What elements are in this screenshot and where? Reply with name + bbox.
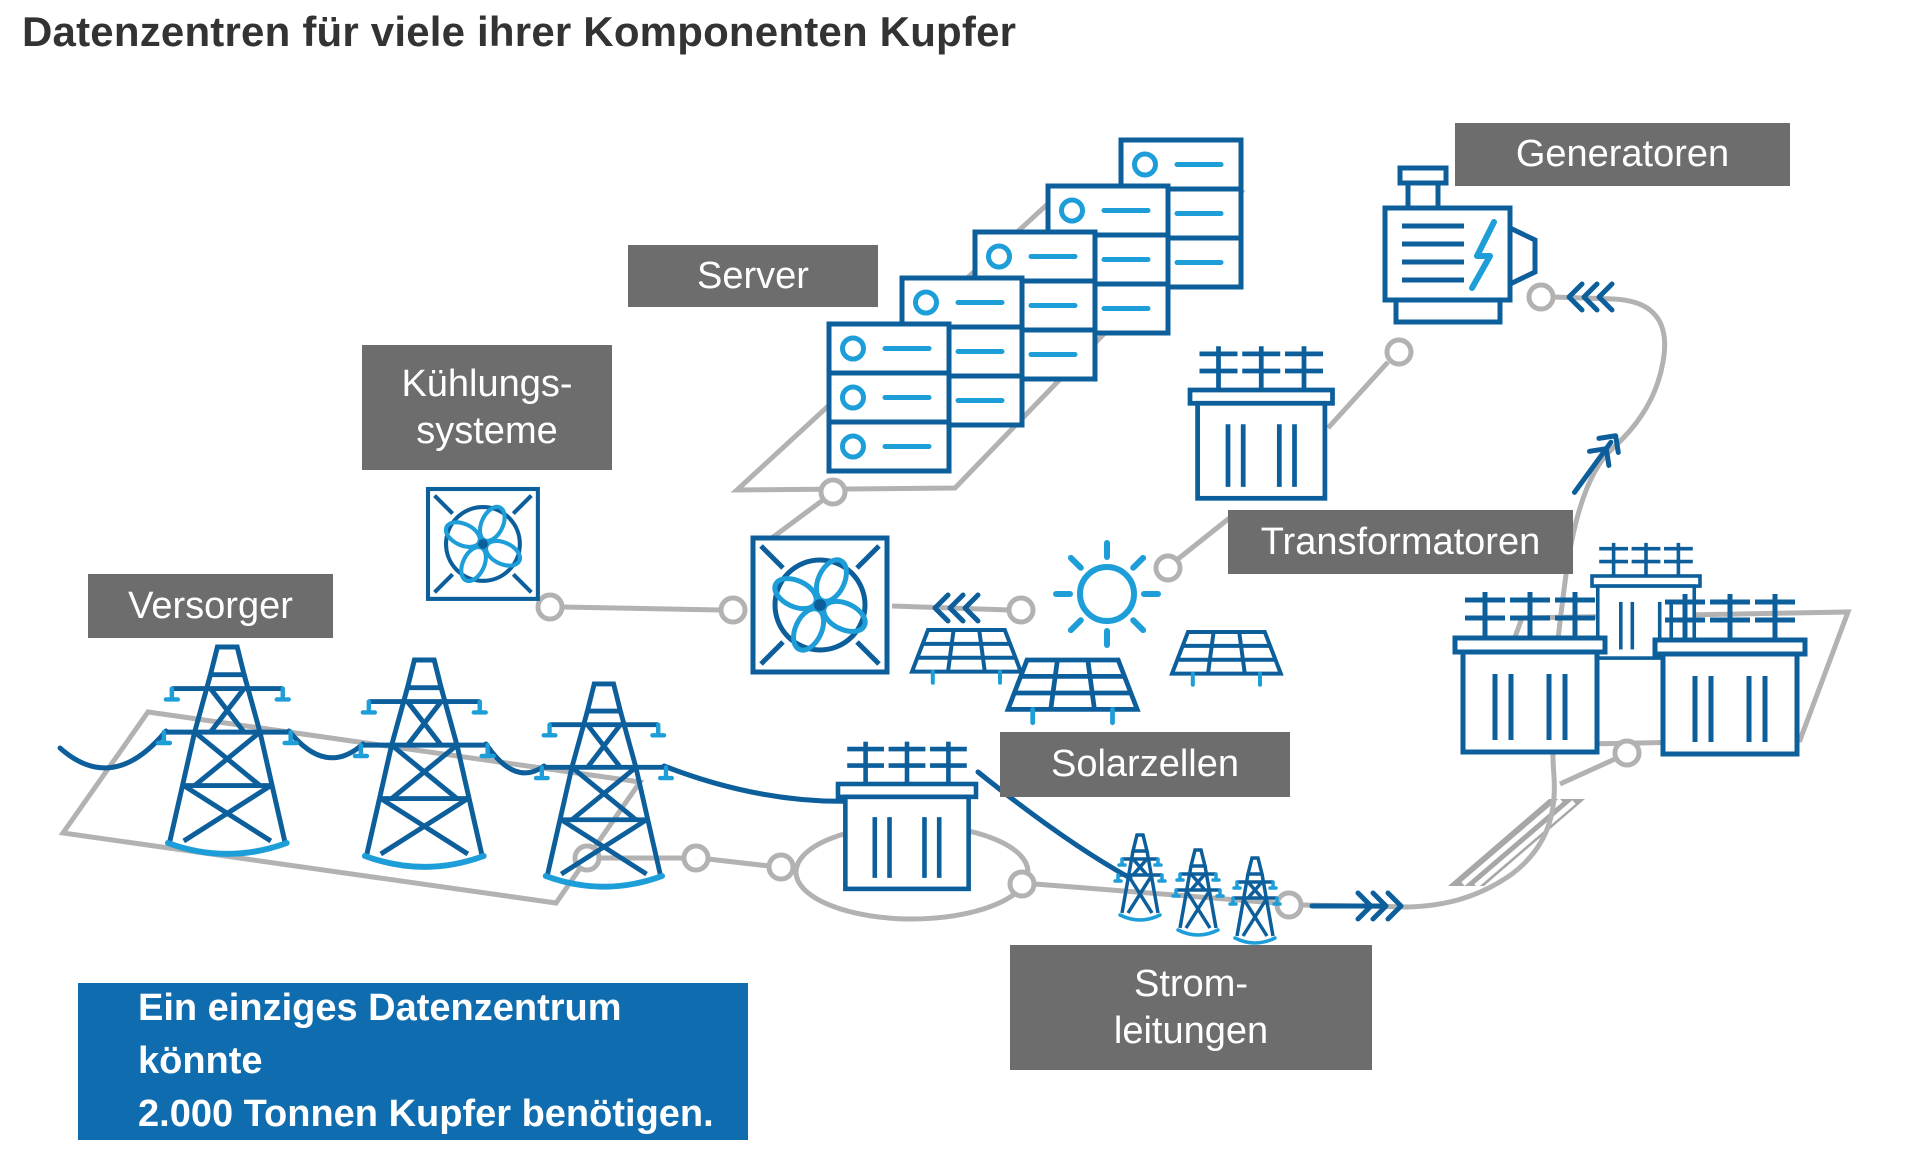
label-text: Generatoren (1515, 133, 1730, 176)
transformer-icon (1455, 592, 1605, 752)
transmission-tower-icon (355, 660, 494, 867)
label-server: Server (628, 245, 878, 307)
transformer-icon (838, 742, 976, 889)
transformer-icon (1655, 594, 1805, 754)
label-versorger: Versorger (88, 574, 333, 638)
cooling-fan-icon (428, 489, 538, 599)
label-text: systeme (416, 409, 558, 452)
small-transmission-tower-icon (1171, 848, 1225, 937)
label-generatoren: Generatoren (1455, 123, 1790, 186)
sun-icon (1056, 543, 1158, 645)
label-text: Transformatoren (1260, 520, 1541, 563)
label-text: Strom- (1134, 963, 1248, 1006)
label-text: Solarzellen (1051, 743, 1239, 786)
label-stromleitungen: Strom- leitungen (1010, 945, 1372, 1070)
label-text: Kühlungs- (401, 363, 573, 406)
triple-chevron-right-icon (1312, 893, 1401, 919)
callout-text: 2.000 Tonnen Kupfer benötigen. (138, 1093, 714, 1136)
solar-panel-icon (1008, 660, 1137, 723)
utility-platform-outline (58, 709, 645, 906)
server-icon (829, 324, 949, 471)
label-text: Versorger (128, 584, 293, 627)
transformer-icon (1190, 346, 1333, 498)
small-transmission-tower-icon (1113, 833, 1167, 922)
generator-icon (1382, 165, 1538, 325)
label-solarzellen: Solarzellen (1000, 732, 1290, 797)
label-transformatoren: Transformatoren (1228, 510, 1573, 574)
cooling-fan-icon (753, 538, 887, 672)
solar-panel-icon (1172, 632, 1281, 685)
callout-box: Ein einziges Datenzentrum könnte 2.000 T… (78, 983, 748, 1140)
transmission-tower-icon (158, 647, 297, 854)
callout-text: Ein einziges Datenzentrum könnte (138, 986, 622, 1082)
solar-panel-icon (912, 630, 1021, 683)
label-kuehlungssysteme: Kühlungs- systeme (362, 345, 612, 470)
label-text: leitungen (1113, 1009, 1269, 1052)
double-chevron-up-right-icon (1565, 429, 1626, 500)
lightning-bolt-icon (1469, 219, 1497, 291)
page-title: Datenzentren für viele ihrer Komponenten… (22, 8, 1017, 55)
label-text: Server (697, 254, 809, 297)
